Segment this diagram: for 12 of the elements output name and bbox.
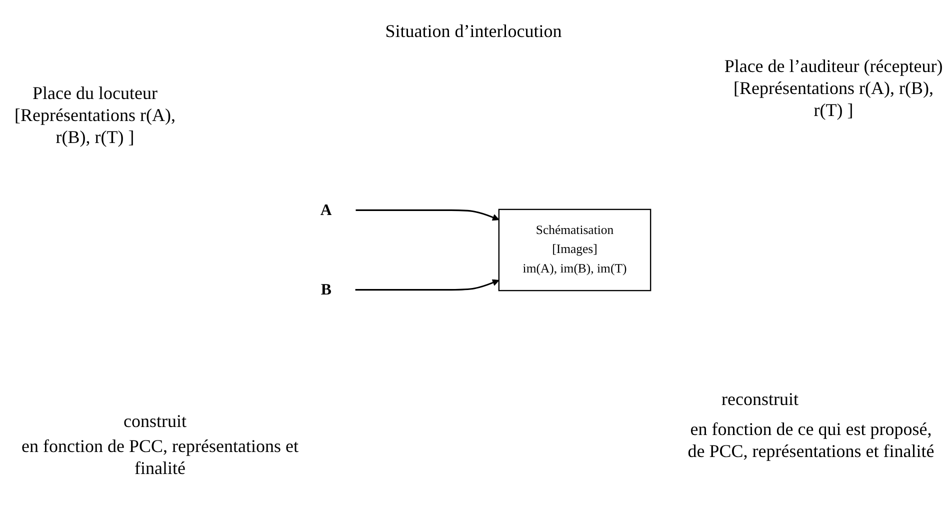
arrow	[356, 209, 500, 221]
diagram-title: Situation d’interlocution	[384, 20, 563, 42]
node-text: B	[320, 281, 332, 299]
text-label: construit	[122, 410, 188, 432]
node-box: Schématisation [Images] im(A), im(B), im(T)	[498, 208, 652, 292]
text-label: Place de l’auditeur (récepteur) [Représentations r(A), r(B), r(T) ]	[723, 55, 944, 121]
text-label: en fonction de ce qui est proposé, de PCC, représentations et finalité	[686, 418, 936, 462]
node-text: A	[320, 201, 332, 219]
arrow	[355, 279, 500, 291]
text-label: en fonction de PCC, représentations et finalité	[20, 435, 300, 479]
text-label: reconstruit	[720, 388, 800, 410]
text-label: Place du locuteur [Représentations r(A), r(B), r(T) ]	[14, 82, 176, 148]
